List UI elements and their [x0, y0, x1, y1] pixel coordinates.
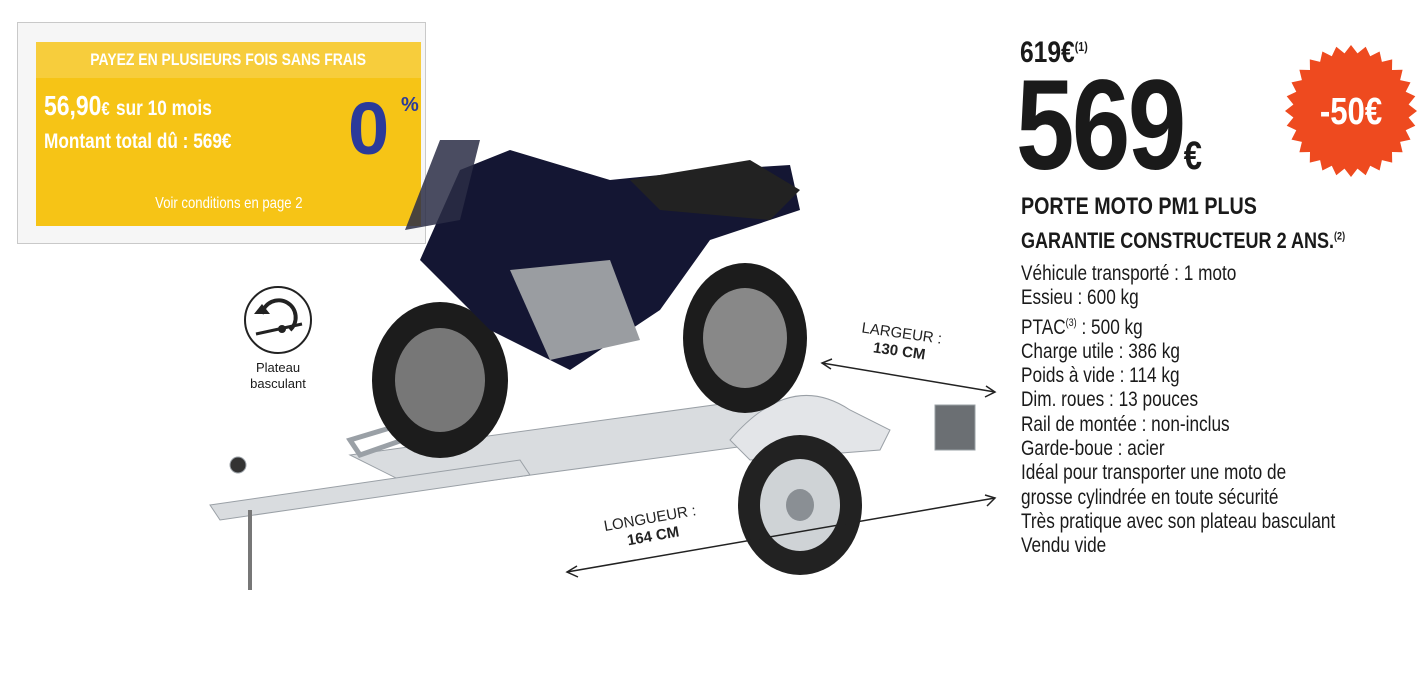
current-price-currency: € — [1183, 134, 1202, 178]
trailer — [209, 395, 976, 590]
spec-text: Charge utile : 386 kg — [1021, 339, 1180, 363]
promo-rate-symbol: % — [401, 94, 419, 116]
spec-item: Garde-boue : acier — [1021, 437, 1404, 461]
monthly-amount: 56,90 — [44, 90, 102, 121]
promo-conditions-text: Voir conditions en page 2 — [154, 195, 303, 212]
spec-item: Dim. roues : 13 pouces — [1021, 388, 1404, 412]
promo-yellow-panel: PAYEZ EN PLUSIEURS FOIS SANS FRAIS 56,90… — [36, 42, 421, 226]
old-price: 619€(1) — [1020, 36, 1103, 70]
monthly-currency: € — [101, 99, 110, 119]
motorcycle — [372, 140, 807, 458]
spec-item: Véhicule transporté : 1 moto — [1021, 262, 1404, 286]
current-price: 569€ — [1016, 62, 1243, 220]
product-title-text: PORTE MOTO PM1 PLUS — [1021, 193, 1257, 220]
promo-rate: 0 — [348, 87, 390, 170]
spec-text: Dim. roues : 13 pouces — [1021, 388, 1199, 412]
spec-item: Très pratique avec son plateau basculant — [1021, 510, 1404, 534]
tilt-icon — [244, 286, 312, 354]
spec-text: Vendu vide — [1021, 534, 1107, 558]
spec-text: grosse cylindrée en toute sécurité — [1021, 485, 1279, 509]
monthly-text: sur 10 mois — [116, 97, 212, 120]
spec-text: Poids à vide : 114 kg — [1021, 364, 1180, 388]
feature-label-line1: Plateau — [255, 360, 301, 375]
spec-item: Essieu : 600 kg — [1021, 286, 1404, 310]
spec-item: Idéal pour transporter une moto de — [1021, 461, 1404, 485]
warranty-note: (2) — [1334, 230, 1346, 243]
feature-label: Plateau basculant — [230, 360, 326, 392]
spec-text: Véhicule transporté : 1 moto — [1021, 262, 1237, 285]
current-price-value: 569 — [1016, 54, 1186, 197]
trailer-motorcycle-illustration — [209, 140, 997, 590]
trailer-wheel — [738, 435, 862, 575]
spec-text: Garde-boue : acier — [1021, 437, 1165, 461]
promo-conditions: Voir conditions en page 2 — [36, 195, 421, 213]
promo-total: Montant total dû : 569€ — [44, 130, 273, 154]
ptac-value: : 500 kg — [1076, 315, 1143, 339]
spec-item: grosse cylindrée en toute sécurité — [1021, 486, 1404, 510]
dimension-arrows — [565, 358, 997, 578]
payment-promo-box: PAYEZ EN PLUSIEURS FOIS SANS FRAIS 56,90… — [17, 22, 426, 244]
promo-header-text: PAYEZ EN PLUSIEURS FOIS SANS FRAIS — [90, 50, 367, 69]
promo-header: PAYEZ EN PLUSIEURS FOIS SANS FRAIS — [36, 42, 421, 78]
starburst-shape — [1285, 45, 1417, 177]
spec-item: Rail de montée : non-inclus — [1021, 413, 1404, 437]
discount-text: -50€ — [1320, 91, 1382, 133]
spec-text: Idéal pour transporter une moto de — [1021, 461, 1287, 485]
spec-item: Vendu vide — [1021, 534, 1404, 558]
warranty-text: GARANTIE CONSTRUCTEUR 2 ANS. — [1021, 228, 1335, 253]
feature-label-line2: basculant — [250, 376, 306, 391]
spec-text: Très pratique avec son plateau basculant — [1021, 509, 1336, 533]
spec-text: PTAC — [1021, 315, 1066, 339]
spec-item: Charge utile : 386 kg — [1021, 340, 1404, 364]
spec-text: Essieu : 600 kg — [1021, 286, 1139, 310]
product-title: PORTE MOTO PM1 PLUS — [1021, 193, 1309, 221]
discount-badge: -50€ — [1285, 45, 1417, 177]
spec-item: Poids à vide : 114 kg — [1021, 364, 1404, 388]
promo-total-text: Montant total dû : 569€ — [44, 130, 232, 153]
spec-item: PTAC(3) : 500 kg — [1021, 311, 1404, 340]
old-price-value: 619€ — [1020, 36, 1075, 69]
promo-monthly: 56,90€ sur 10 mois — [44, 90, 249, 122]
ptac-note: (3) — [1065, 316, 1077, 329]
warranty: GARANTIE CONSTRUCTEUR 2 ANS.(2) — [1021, 228, 1416, 254]
spec-text: Rail de montée : non-inclus — [1021, 412, 1230, 436]
spec-list: Véhicule transporté : 1 moto Essieu : 60… — [1021, 262, 1404, 559]
old-price-note: (1) — [1074, 39, 1088, 54]
